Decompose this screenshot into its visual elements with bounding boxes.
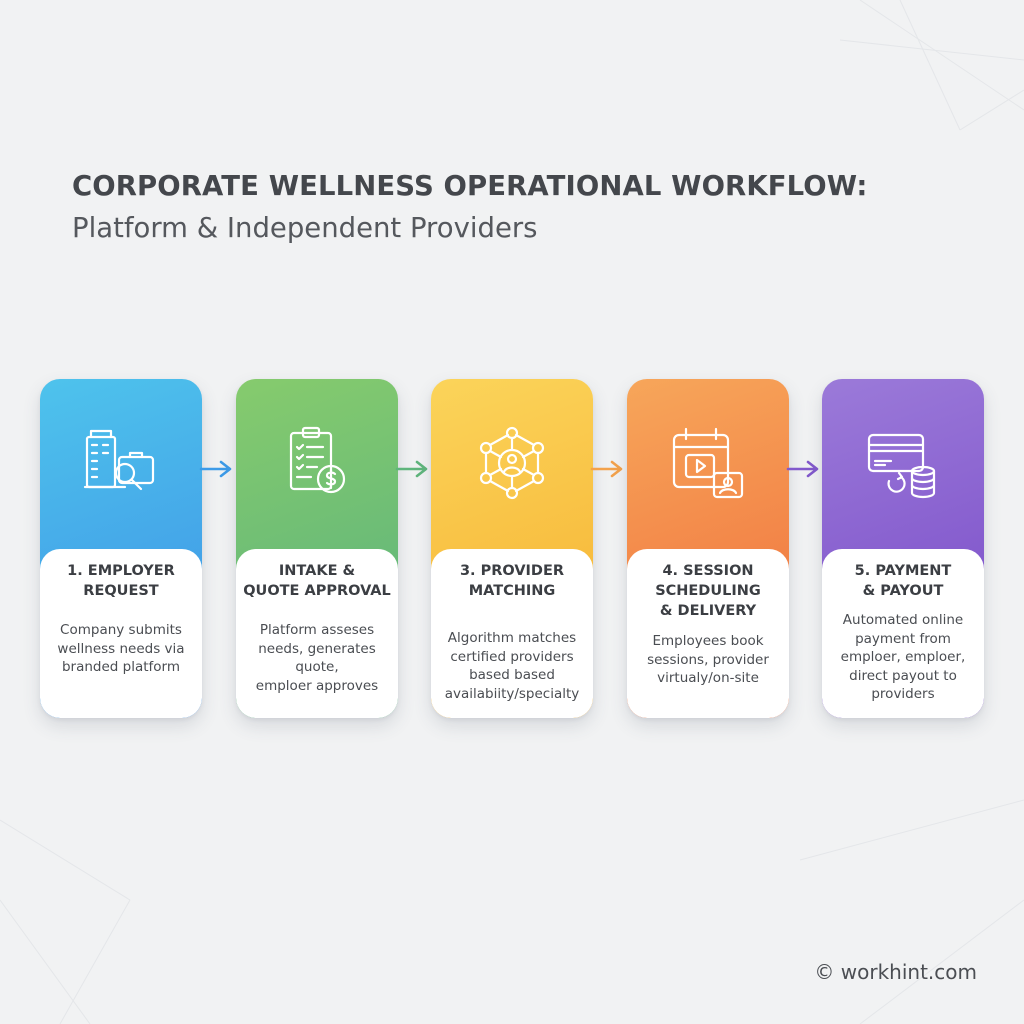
step-panel bbox=[236, 549, 398, 718]
building-search-icon bbox=[40, 423, 202, 503]
copyright-footer: © workhint.com bbox=[814, 960, 977, 984]
arrow-right-icon bbox=[786, 460, 819, 478]
step-description: Automated online payment from emploer, e… bbox=[840, 612, 966, 702]
step-panel bbox=[40, 549, 202, 718]
step-card-employer-request: 1. EMPLOYER REQUEST Company submits well… bbox=[40, 379, 202, 718]
clipboard-dollar-icon bbox=[236, 423, 398, 503]
title-block: CORPORATE WELLNESS OPERATIONAL WORKFLOW:… bbox=[72, 170, 972, 244]
calendar-video-icon bbox=[627, 423, 789, 503]
step-description: Employees book sessions, provider virtua… bbox=[647, 633, 769, 686]
step-card-intake-quote-approval: INTAKE & QUOTE APPROVAL Platform asseses… bbox=[236, 379, 398, 718]
arrow-right-icon bbox=[199, 460, 232, 478]
step-panel bbox=[431, 549, 593, 718]
arrow-right-icon bbox=[395, 460, 428, 478]
step-description: Algorithm matches certified providers ba… bbox=[444, 630, 580, 702]
page-title: CORPORATE WELLNESS OPERATIONAL WORKFLOW: bbox=[72, 170, 868, 202]
step-title: 3. PROVIDER MATCHING bbox=[459, 563, 565, 599]
arrow-right-icon bbox=[590, 460, 623, 478]
step-card-payment-payout: 5. PAYMENT & PAYOUT Automated online pay… bbox=[822, 379, 984, 718]
step-description: Company submits wellness needs via brand… bbox=[57, 622, 185, 675]
page-subtitle: Platform & Independent Providers bbox=[72, 212, 538, 244]
step-card-session-scheduling-delivery: 4. SESSION SCHEDULING & DELIVERY Employe… bbox=[627, 379, 789, 718]
step-description: Platform asseses needs, generates quote,… bbox=[255, 622, 379, 694]
step-card-provider-matching: 3. PROVIDER MATCHING Algorithm matches c… bbox=[431, 379, 593, 718]
card-coins-icon bbox=[822, 423, 984, 503]
step-panel bbox=[822, 549, 984, 718]
step-title: 4. SESSION SCHEDULING & DELIVERY bbox=[655, 563, 761, 619]
network-user-icon bbox=[431, 423, 593, 503]
step-title: INTAKE & QUOTE APPROVAL bbox=[243, 563, 391, 599]
step-title: 1. EMPLOYER REQUEST bbox=[67, 563, 175, 599]
step-title: 5. PAYMENT & PAYOUT bbox=[854, 563, 952, 599]
step-panel bbox=[627, 549, 789, 718]
